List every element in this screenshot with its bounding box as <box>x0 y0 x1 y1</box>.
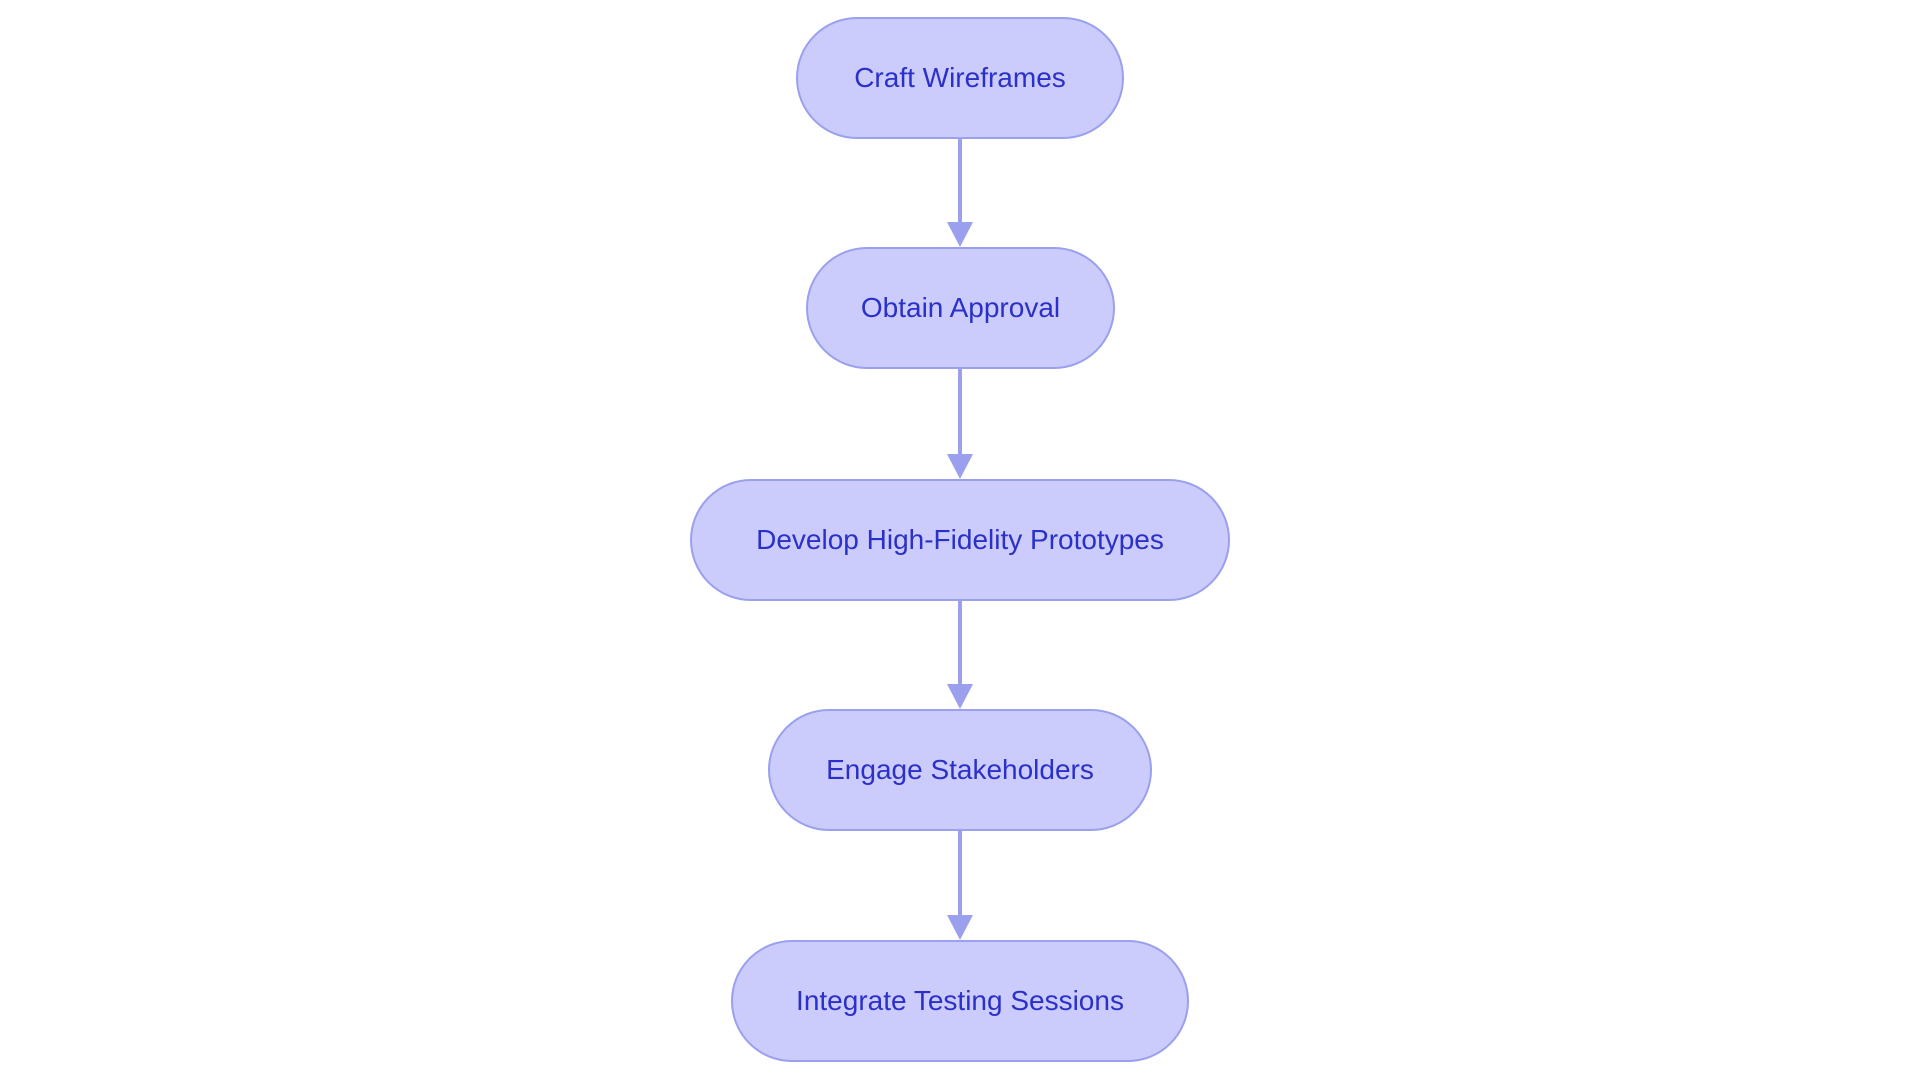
node-label: Integrate Testing Sessions <box>796 985 1124 1016</box>
node-label: Obtain Approval <box>860 292 1061 323</box>
node-craft-wireframes: Craft Wireframes <box>796 17 1124 139</box>
edge-n3-n4 <box>947 601 973 709</box>
node-integrate-testing: Integrate Testing Sessions <box>731 940 1189 1062</box>
edge-n1-n2 <box>947 139 973 247</box>
node-label: Develop High-Fidelity Prototypes <box>756 524 1164 555</box>
edge-n2-n3 <box>947 369 973 479</box>
edge-n4-n5 <box>947 831 973 940</box>
node-develop-prototypes: Develop High-Fidelity Prototypes <box>690 479 1230 601</box>
node-obtain-approval: Obtain Approval <box>806 247 1115 369</box>
node-engage-stakeholders: Engage Stakeholders <box>768 709 1152 831</box>
node-label: Craft Wireframes <box>854 62 1066 93</box>
node-label: Engage Stakeholders <box>826 754 1094 785</box>
